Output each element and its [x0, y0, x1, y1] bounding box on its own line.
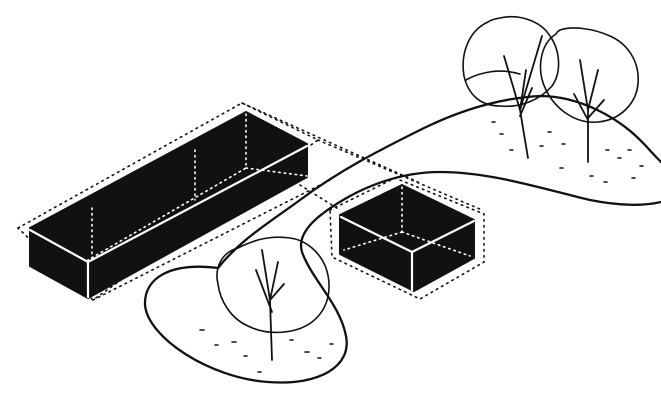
tree-back-left: [462, 16, 560, 159]
alignment-lines: [92, 102, 483, 301]
short-block: [339, 184, 476, 292]
winding-path: [143, 94, 661, 384]
tree-front: [199, 236, 334, 373]
tree-back-right: [491, 27, 644, 183]
long-block: [28, 111, 309, 299]
